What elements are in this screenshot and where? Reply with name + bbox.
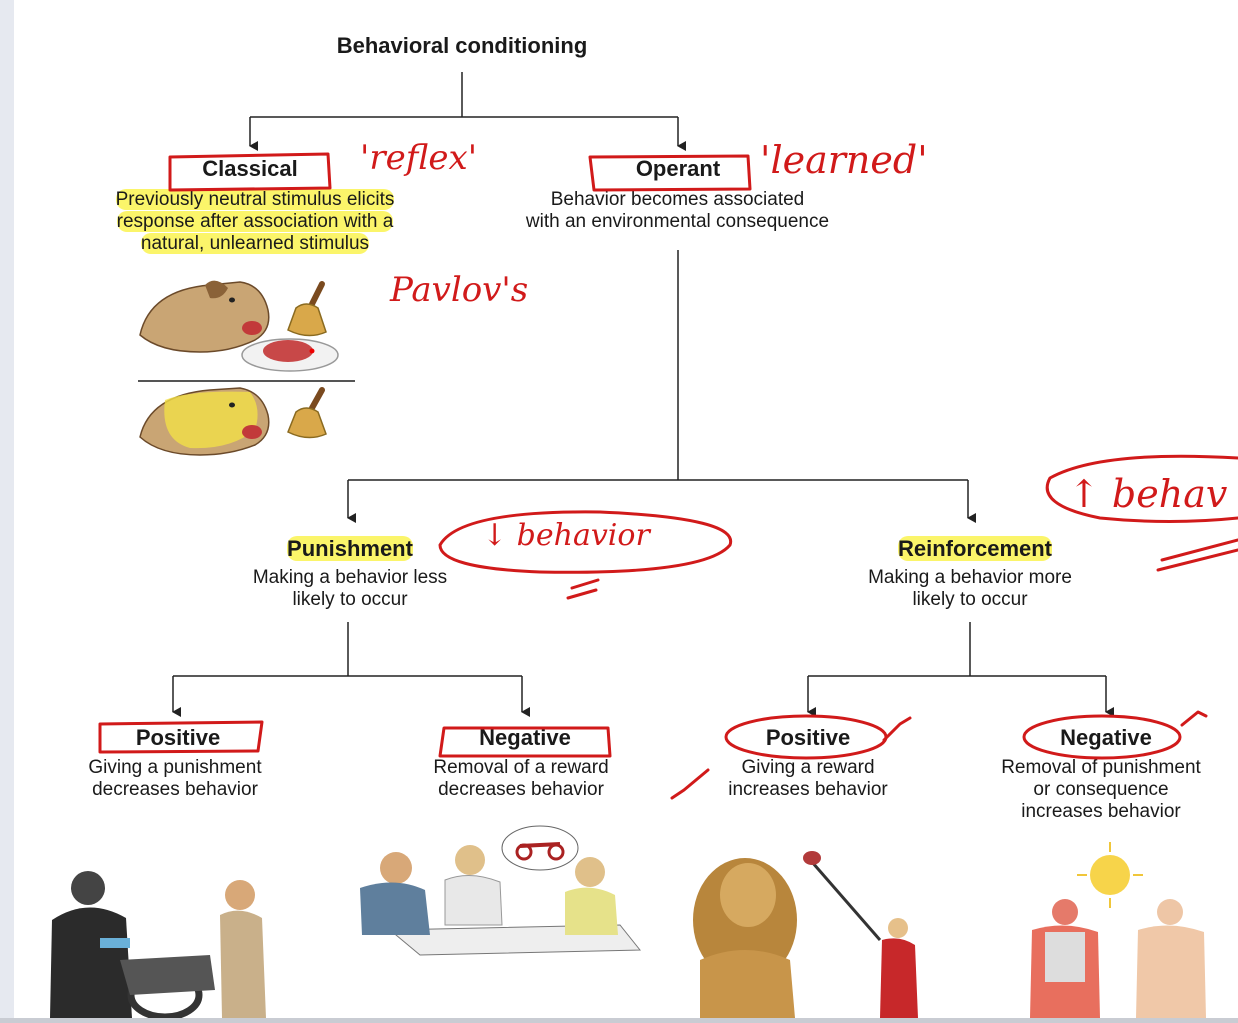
- table-discussion-illustration: [360, 825, 642, 956]
- annotation-increase-behavior: ↑ behav: [1068, 472, 1228, 516]
- operant-desc-line: with an environmental consequence: [525, 211, 830, 232]
- punishment-negative-heading: Negative: [479, 725, 571, 750]
- desc-line: Giving a punishment: [88, 757, 262, 778]
- sunburn-illustration: [1030, 842, 1206, 1018]
- dog-illustration-top: [139, 280, 270, 353]
- punishment-description: Making a behavior less likely to occur: [200, 567, 500, 611]
- desc-line: increases behavior: [728, 779, 888, 800]
- bell-illustration-top: [287, 281, 327, 337]
- classical-heading: Classical: [202, 156, 298, 181]
- punishment-negative-description: Removal of a reward decreases behavior: [390, 757, 652, 801]
- classical-description: Previously neutral stimulus elicits resp…: [60, 189, 450, 255]
- food-plate-illustration: [241, 338, 339, 372]
- desc-line: decreases behavior: [438, 779, 604, 800]
- reinforcement-heading-text: Reinforcement: [897, 536, 1053, 561]
- dog-illustration-bottom: [139, 387, 270, 456]
- diagram-title: Behavioral conditioning: [336, 33, 588, 58]
- annotation-decrease-behavior: ↓ behavior: [482, 518, 650, 553]
- classical-desc-line: Previously neutral stimulus elicits: [115, 189, 395, 210]
- desc-line: or consequence: [1033, 779, 1169, 800]
- left-window-edge: [0, 0, 14, 1023]
- annotation-pavlov: Pavlov's: [390, 270, 529, 310]
- reinforcement-heading: Reinforcement: [850, 536, 1100, 562]
- classical-desc-line: response after association with a: [116, 211, 394, 232]
- desc-line: Removal of punishment: [1001, 757, 1201, 778]
- punishment-desc-line: likely to occur: [292, 589, 408, 610]
- reinforcement-negative-description: Removal of punishment or consequence inc…: [966, 757, 1236, 823]
- bottom-window-edge: [0, 1018, 1238, 1023]
- bell-illustration-bottom: [287, 387, 327, 439]
- desc-line: increases behavior: [1021, 801, 1181, 822]
- connector-lines: [172, 72, 1114, 717]
- classical-desc-line: natural, unlearned stimulus: [140, 233, 370, 254]
- desc-line: decreases behavior: [92, 779, 258, 800]
- desc-line: Giving a reward: [741, 757, 875, 778]
- reinforcement-desc-line: Making a behavior more: [868, 567, 1072, 588]
- annotation-learned: 'learned': [760, 138, 928, 182]
- desc-line: Removal of a reward: [433, 757, 609, 778]
- operant-description: Behavior becomes associated with an envi…: [470, 189, 885, 233]
- reinforcement-desc-line: likely to occur: [912, 589, 1028, 610]
- reinforcement-description: Making a behavior more likely to occur: [820, 567, 1120, 611]
- annotation-reflex: 'reflex': [360, 138, 478, 178]
- punishment-heading-text: Punishment: [287, 536, 413, 561]
- reinforcement-negative-heading: Negative: [1060, 725, 1152, 750]
- punishment-heading: Punishment: [250, 536, 450, 562]
- punishment-positive-description: Giving a punishment decreases behavior: [40, 757, 310, 801]
- punishment-positive-heading: Positive: [135, 725, 221, 750]
- reinforcement-positive-heading: Positive: [765, 725, 851, 750]
- operant-desc-line: Behavior becomes associated: [550, 189, 805, 210]
- motorcycle-ticket-illustration: [50, 871, 266, 1021]
- reinforcement-positive-description: Giving a reward increases behavior: [690, 757, 926, 801]
- lion-tamer-illustration: [693, 851, 918, 1018]
- punishment-desc-line: Making a behavior less: [252, 567, 448, 588]
- operant-heading: Operant: [635, 156, 721, 181]
